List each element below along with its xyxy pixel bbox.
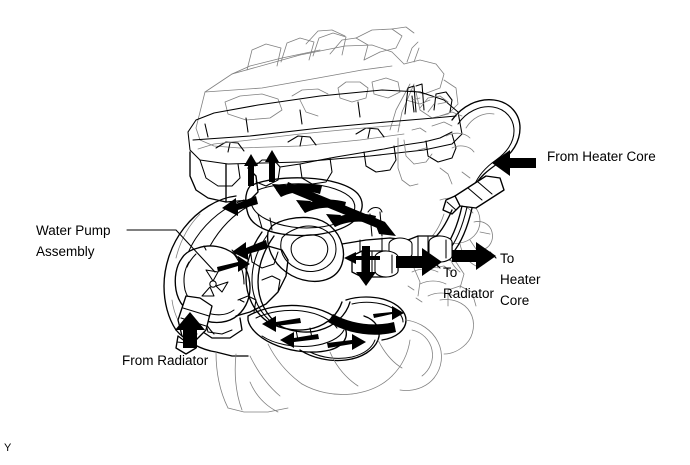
cam-cover-assembly bbox=[187, 89, 463, 165]
flow-arrow-block-band bbox=[328, 314, 396, 335]
label-from-radiator: From Radiator bbox=[122, 353, 209, 368]
flow-arrow-to-heater-core bbox=[452, 242, 496, 270]
flow-arrow-from-heater-core bbox=[492, 150, 536, 176]
label-from-heater-core: From Heater Core bbox=[547, 149, 656, 164]
flow-arrow-gallery-2 bbox=[280, 332, 319, 348]
flow-arrow-pump-body bbox=[217, 256, 250, 272]
flow-arrow-head-up-2 bbox=[265, 150, 279, 182]
flow-arrow-into-pump-lower bbox=[232, 240, 268, 260]
label-to-radiator: To Radiator bbox=[443, 265, 495, 301]
heater-core-hose-upper bbox=[397, 95, 521, 189]
flow-arrow-head-up-1 bbox=[244, 154, 258, 186]
heater-core-inlet-pipe bbox=[442, 175, 505, 215]
flow-arrow-gallery-3 bbox=[327, 334, 366, 350]
flow-arrow-head-curve-2 bbox=[296, 199, 346, 213]
block-coolant-galleries bbox=[247, 296, 407, 362]
flow-arrow-gallery-1 bbox=[262, 316, 301, 332]
flow-arrow-down-block bbox=[356, 246, 376, 286]
flow-arrow-to-radiator bbox=[396, 248, 442, 276]
leader-line-water-pump bbox=[126, 229, 216, 273]
label-to-heater-core: To Heater Core bbox=[500, 251, 541, 308]
cam-cover-fasteners bbox=[404, 83, 453, 115]
flow-arrow-from-radiator bbox=[175, 312, 205, 348]
flow-arrow-head-curve-3 bbox=[326, 213, 376, 227]
flow-arrow-into-pump-upper bbox=[222, 196, 258, 216]
label-water-pump-assembly: Water Pump Assembly bbox=[36, 223, 111, 259]
corner-mark: Y bbox=[4, 442, 12, 454]
leader-line-to-radiator bbox=[433, 261, 441, 269]
flow-arrow-head-curve-1 bbox=[272, 183, 322, 197]
flow-arrow-gallery-4 bbox=[373, 306, 404, 320]
leader-line-to-heater-core bbox=[489, 251, 497, 259]
